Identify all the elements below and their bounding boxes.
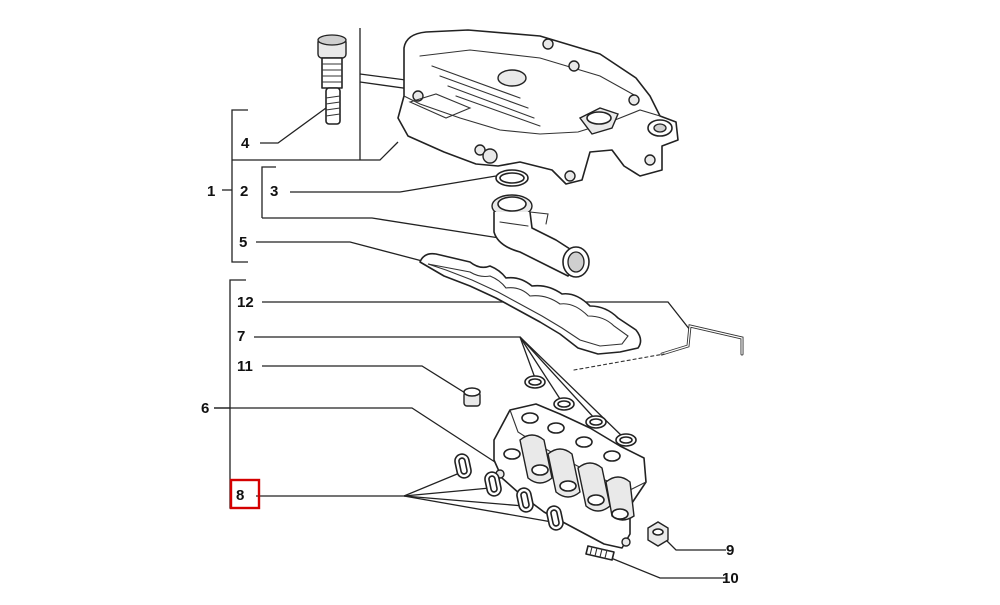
callout-10: 10 [722,570,739,587]
cylinder-head-cover [397,29,679,185]
nut-part-9 [647,521,669,547]
elbow-pipe-part-2 [491,194,590,278]
callout-8: 8 [236,487,244,504]
callout-1: 1 [207,183,215,200]
stud-part-10 [585,545,615,561]
manifold-gaskets-part-8 [454,453,564,531]
port-seals-part-7 [524,375,637,447]
intake-manifold-part-6 [493,403,647,549]
callout-12: 12 [237,294,254,311]
bracket-group-1 [222,109,248,263]
o-ring-part-3 [495,169,529,187]
wire-clip-part-12 [660,324,744,356]
callout-3: 3 [270,183,278,200]
bracket-group-2 [261,166,276,218]
bolt-part-4 [317,34,347,125]
callout-11: 11 [237,358,253,375]
callout-9: 9 [726,542,734,559]
plug-part-11 [463,387,481,407]
cover-gasket-part-5 [419,252,642,355]
bracket-group-6 [214,279,246,509]
callout-7: 7 [237,328,245,345]
callout-2: 2 [240,183,248,200]
callout-labels: 1 2 3 4 5 6 7 8 9 10 11 12 [201,135,739,587]
callout-5: 5 [239,234,247,251]
callout-4: 4 [241,135,250,152]
highlight-box-label-8 [229,478,261,510]
callout-6: 6 [201,400,209,417]
